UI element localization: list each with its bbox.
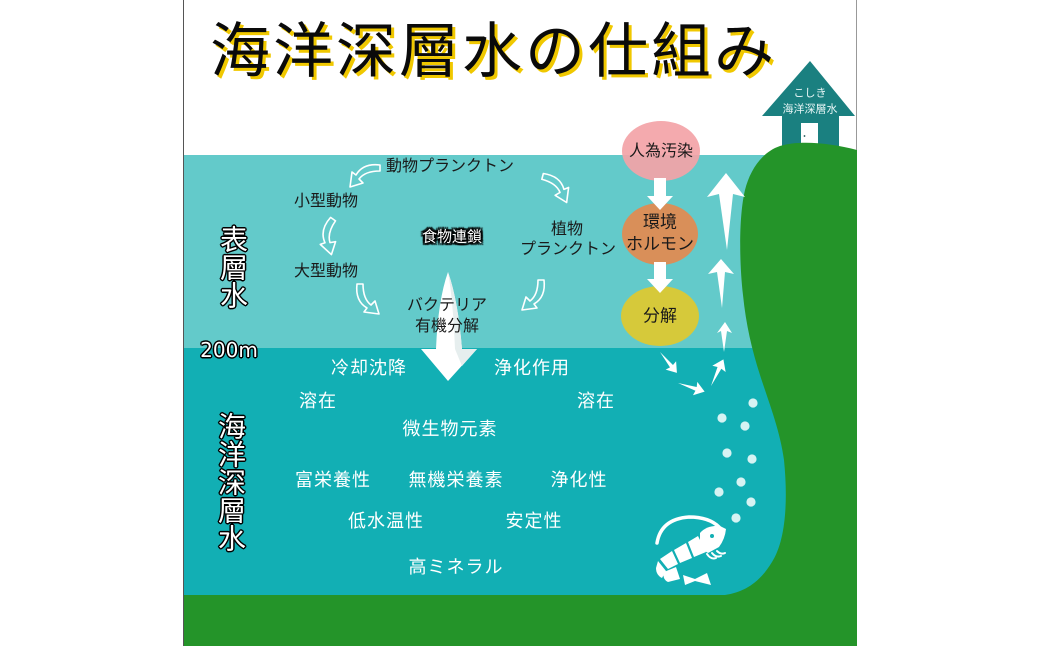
bubble-icon: [717, 413, 727, 423]
deep-property: 低水温性: [348, 511, 424, 532]
food-chain-small-animals: 小型動物: [293, 191, 359, 210]
decomposition-label: 分解: [643, 306, 677, 327]
food-chain-phytoplankton-line2: プランクトン: [519, 239, 617, 258]
deep-property: 高ミネラル: [408, 557, 504, 578]
curved-arrow-icon: [349, 163, 381, 188]
food-chain-phytoplankton-line1: 植物: [550, 219, 584, 238]
upwelling-arrow-icon: [707, 173, 745, 250]
down-arrow-icon: [647, 262, 673, 293]
hormone-label-line1: 環境: [643, 212, 677, 233]
bubble-icon: [736, 477, 746, 487]
hormone-circle: [622, 203, 698, 265]
down-arrow-icon: [647, 178, 673, 210]
bubble-icon: [748, 398, 758, 408]
house-label-line2: 海洋深層水: [782, 102, 838, 116]
food-chain-bacteria-line2: 有機分解: [414, 316, 480, 335]
bubble-icon: [747, 454, 757, 464]
house-door: [801, 123, 818, 147]
house-label-line1: こしき: [793, 86, 827, 100]
deep-property: 溶在: [299, 391, 337, 412]
deep-water-layer: [183, 348, 857, 595]
food-chain-large-animals: 大型動物: [293, 261, 359, 280]
food-chain-bacteria-line1: バクテリア: [406, 295, 488, 314]
deep-property: 微生物元素: [402, 419, 498, 440]
circulation-arrow-icon: [711, 359, 726, 386]
upwelling-arrow-icon: [708, 259, 734, 308]
curved-arrow-icon: [521, 279, 546, 311]
deep-property: 浄化性: [550, 470, 608, 491]
depth-marker: 200m: [200, 338, 258, 362]
bubble-icon: [740, 421, 750, 431]
bubble-icon: [746, 497, 756, 507]
house-roof: [762, 61, 855, 116]
pollution-circle: [622, 121, 700, 181]
deep-property: 浄化作用: [494, 358, 570, 379]
sinking-arrow-shade: [448, 272, 477, 366]
deep-layer-label: 海洋深層水: [214, 412, 247, 552]
upwelling-arrow-icon: [717, 322, 732, 352]
food-chain-zooplankton: 動物プランクトン: [385, 156, 515, 175]
deep-property: 富栄養性: [295, 470, 371, 491]
deep-property: 冷却沈降: [331, 358, 407, 379]
circulation-arrow-icon: [660, 352, 677, 373]
page-title: 海洋深層水の仕組み: [210, 17, 777, 87]
decomposition-circle: [621, 286, 699, 346]
deep-property: 無機栄養素: [408, 470, 504, 491]
curved-arrow-icon: [541, 172, 570, 204]
door-knob: [803, 135, 806, 137]
deep-property: 安定性: [505, 511, 563, 532]
circulation-arrow-icon: [678, 381, 705, 396]
surface-layer-label: 表層水: [216, 225, 249, 309]
land-hill: [183, 142, 857, 646]
hormone-label-line2: ホルモン: [626, 234, 694, 255]
bubble-icon: [731, 513, 741, 523]
food-chain-title: 食物連鎖: [421, 227, 483, 246]
shrimp-icon: [655, 515, 726, 585]
pollution-label: 人為汚染: [628, 141, 694, 160]
deep-property: 溶在: [577, 391, 615, 412]
bubble-icon: [714, 487, 724, 497]
bubble-icon: [722, 448, 732, 458]
curved-arrow-icon: [355, 283, 380, 315]
bubbles: [714, 398, 758, 523]
curved-arrow-icon: [319, 216, 337, 256]
